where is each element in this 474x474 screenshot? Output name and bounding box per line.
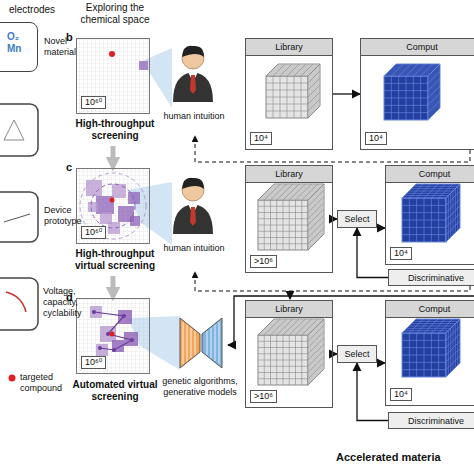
text-label: genetic algorithms, generative models (162, 376, 238, 398)
library-box: Library 10⁴ (245, 38, 333, 150)
node-label: 10⁶⁰ (81, 96, 106, 109)
box-heading: Library (246, 166, 332, 183)
box-heading: Library (246, 39, 332, 56)
data-cube (266, 64, 320, 118)
panel-letter: d (66, 292, 76, 303)
search-region (86, 180, 102, 196)
discriminative-box: Discriminative (388, 412, 474, 429)
node-label: O₂ (7, 31, 37, 43)
search-ring (80, 173, 146, 239)
target-dot (109, 51, 115, 57)
text-label: High-throughput virtual screening (70, 248, 160, 272)
search-region (88, 202, 98, 212)
box-heading: Comput (361, 39, 474, 56)
text-label: Automated virtual screening (70, 379, 160, 403)
search-region (139, 61, 148, 70)
library-box: Library >10⁶ (245, 165, 333, 273)
count-label: 10⁴ (390, 388, 412, 401)
node-label: Discriminative (392, 272, 474, 284)
node-label: 10⁶⁰ (81, 226, 106, 239)
data-cube (258, 184, 324, 250)
human-icon (173, 178, 213, 234)
search-region (96, 344, 108, 356)
computation-box: Comput 10⁴ (385, 165, 474, 265)
discriminative-box: Discriminative (388, 269, 474, 286)
count-label: 10⁴ (250, 132, 272, 145)
voltage-curve (6, 292, 26, 312)
text-label: human intuition (160, 111, 228, 122)
data-cube (258, 319, 324, 385)
material-box: O₂Mn (0, 22, 38, 72)
chemical-space-panel: 10⁶⁰ (76, 38, 150, 114)
search-region (96, 196, 114, 214)
projection-cone (128, 182, 172, 245)
box-heading: Comput (386, 166, 474, 183)
search-region (130, 216, 140, 226)
flow-connector (377, 227, 385, 228)
projection-cone (140, 48, 172, 108)
select-box: Select (337, 210, 377, 228)
count-label: 10⁴ (390, 247, 412, 260)
box-heading: Comput (386, 301, 474, 318)
box-heading: Library (246, 301, 332, 318)
search-region (118, 310, 132, 324)
text-label: Device prototype (44, 205, 76, 227)
device-box (0, 192, 38, 242)
human-icon (173, 46, 213, 102)
feedback-arrow (290, 296, 474, 299)
target-dot (9, 375, 16, 382)
search-region (90, 306, 102, 318)
text-label: High-throughput screening (72, 118, 158, 142)
text-label: electrodes (2, 4, 62, 16)
generative-model-icon (180, 318, 222, 368)
flow-connector (333, 93, 360, 94)
chemical-space-panel: 10⁶⁰ (76, 168, 150, 244)
flow-arrow (111, 146, 116, 164)
node-label: Discriminative (392, 415, 474, 427)
count-label: >10⁶ (250, 255, 277, 268)
electrode-symbol (4, 120, 24, 140)
search-region (112, 184, 126, 198)
flow-connector (377, 362, 385, 363)
node-label: Select (341, 213, 373, 225)
node-label: 10⁶⁰ (81, 356, 106, 369)
chemical-space-panel: 10⁶⁰ (76, 298, 150, 374)
flow-connector (357, 363, 388, 421)
search-path (94, 312, 132, 350)
chemical-space-grid (76, 38, 150, 114)
computation-box: Comput 10⁴ (360, 38, 474, 150)
panel-letter: b (66, 32, 76, 43)
search-ring (91, 184, 135, 228)
count-label: 10⁴ (365, 132, 387, 145)
node-label: Select (341, 348, 373, 360)
select-box: Select (337, 345, 377, 363)
text-label: Accelerated materia (336, 452, 441, 463)
measurement-box (0, 278, 38, 330)
node-label: Mn (7, 43, 37, 55)
text-label: targeted compound (20, 372, 75, 394)
panel-letter: c (66, 162, 76, 173)
text-label: Exploring the chemical space (74, 2, 156, 26)
flow-arrow (111, 276, 116, 294)
flow-connector (357, 228, 388, 278)
text-label: human intuition (160, 243, 228, 254)
device-symbol (4, 214, 30, 222)
data-cube (402, 319, 460, 377)
library-box: Library >10⁶ (245, 300, 333, 408)
electrode-box (0, 104, 38, 156)
data-cube (402, 184, 460, 242)
computation-box: Comput 10⁴ (385, 300, 474, 406)
count-label: >10⁶ (250, 390, 277, 403)
data-cube (384, 64, 440, 120)
